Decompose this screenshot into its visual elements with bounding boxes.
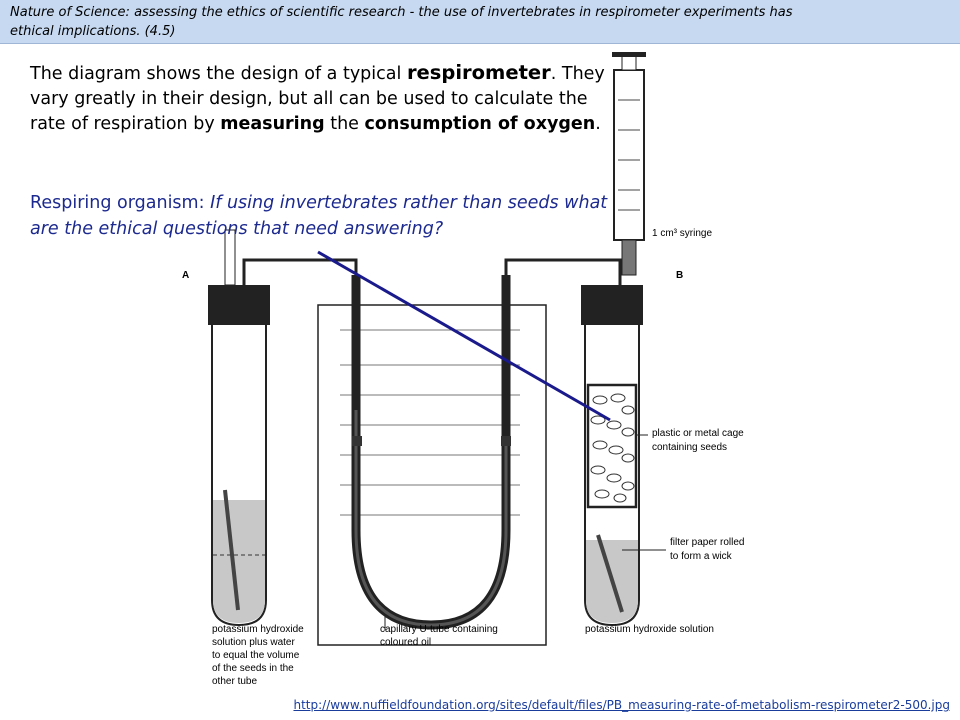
intro-text-5: the xyxy=(324,114,365,134)
tube-a-wick xyxy=(223,489,240,611)
label-b: B xyxy=(676,270,683,281)
intro-text-3: . They vary greatly in their design, but… xyxy=(30,64,605,134)
label-cage-2: containing seeds xyxy=(652,442,727,453)
coloured-oil xyxy=(354,410,508,627)
clip-left xyxy=(352,436,362,446)
banner-line-2: ethical implications. (4.5) xyxy=(10,24,176,39)
intro-keyword-measuring: measuring xyxy=(220,114,325,134)
label-koh-a-2: solution plus water xyxy=(212,637,295,648)
label-koh-a-1: potassium hydroxide xyxy=(212,624,304,635)
label-koh-b: potassium hydroxide solution xyxy=(585,624,714,635)
source-link[interactable]: http://www.nuffieldfoundation.org/sites/… xyxy=(293,698,950,712)
label-koh-a-5: other tube xyxy=(212,676,257,687)
tubing-right xyxy=(504,258,622,285)
label-filter-2: to form a wick xyxy=(670,551,733,562)
clip-right xyxy=(501,436,511,446)
label-filter-1: filter paper rolled xyxy=(670,537,744,548)
question-paragraph: Respiring organism: If using invertebrat… xyxy=(30,190,630,242)
annotation-line xyxy=(317,250,611,422)
scale-markings xyxy=(340,329,520,516)
bung-b xyxy=(581,285,643,325)
label-koh-a-3: to equal the volume xyxy=(212,650,300,661)
question-prefix: Respiring organism: xyxy=(30,193,211,213)
syringe-graduations xyxy=(618,99,640,211)
label-koh-a-4: of the seeds in the xyxy=(212,663,294,674)
question-text: If using invertebrates rather than seeds… xyxy=(30,193,608,239)
seeds xyxy=(590,393,635,503)
syringe-plunger-top xyxy=(612,52,646,57)
tube-a-clip xyxy=(224,229,236,286)
label-syringe: 1 cm³ syringe xyxy=(652,228,712,239)
banner-line-1: Nature of Science: assessing the ethics … xyxy=(10,5,793,20)
label-utube-1: capillary U-tube containing xyxy=(380,624,498,635)
bung-a xyxy=(208,285,270,325)
label-cage-1: plastic or metal cage xyxy=(652,428,744,439)
tubing-left xyxy=(242,258,358,285)
label-utube-2: coloured oil xyxy=(380,637,431,648)
syringe-plunger xyxy=(621,54,637,71)
tube-a-liquid xyxy=(213,500,265,623)
intro-paragraph: The diagram shows the design of a typica… xyxy=(30,60,610,137)
intro-keyword-oxygen: consumption of oxygen xyxy=(364,114,596,134)
label-a: A xyxy=(182,270,189,281)
syringe-nozzle xyxy=(621,239,637,276)
intro-keyword-respirometer: respirometer xyxy=(406,61,551,84)
intro-text-7: . xyxy=(595,114,601,134)
header-banner: Nature of Science: assessing the ethics … xyxy=(0,0,960,44)
tube-b-wick xyxy=(596,534,624,613)
intro-text-1: The diagram shows the design of a typica… xyxy=(30,64,407,84)
